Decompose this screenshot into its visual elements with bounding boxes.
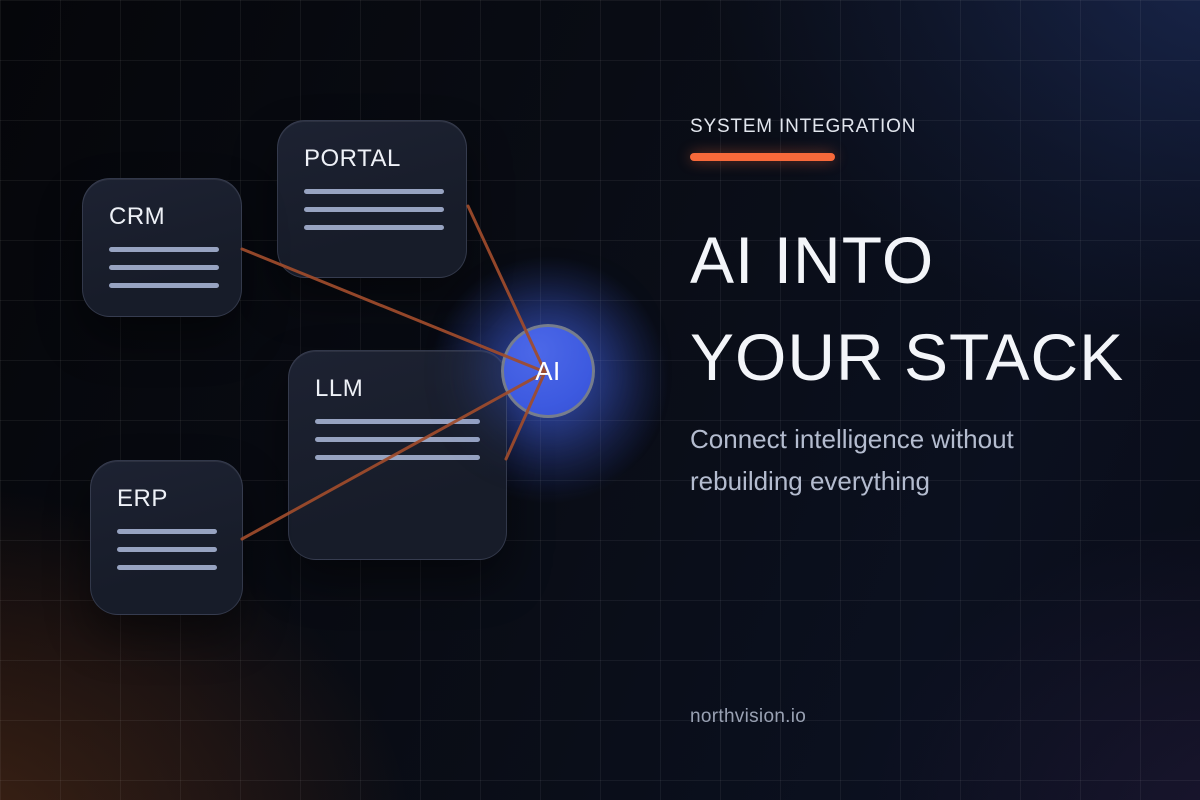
eyebrow-label: SYSTEM INTEGRATION: [690, 116, 917, 137]
node-card-title: ERP: [117, 485, 168, 512]
skeleton-line: [304, 189, 444, 194]
skeleton-lines: [117, 529, 242, 570]
skeleton-line: [304, 225, 444, 230]
accent-underline-bar: [690, 153, 835, 161]
node-card-title: CRM: [109, 203, 166, 230]
skeleton-line: [117, 547, 217, 552]
node-card-title: PORTAL: [304, 145, 401, 172]
skeleton-lines: [304, 189, 466, 230]
node-card-crm: CRM: [82, 178, 242, 317]
skeleton-line: [109, 265, 219, 270]
skeleton-lines: [109, 247, 241, 288]
skeleton-line: [109, 247, 219, 252]
page-title: AI INTO YOUR STACK: [690, 223, 1125, 394]
skeleton-line: [117, 529, 217, 534]
skeleton-line: [117, 565, 217, 570]
skeleton-line: [109, 283, 219, 288]
skeleton-line: [304, 207, 444, 212]
brand-url: northvision.io: [690, 706, 807, 727]
subtitle: Connect intelligence without rebuilding …: [690, 424, 1014, 496]
node-card-erp: ERP: [90, 460, 243, 615]
